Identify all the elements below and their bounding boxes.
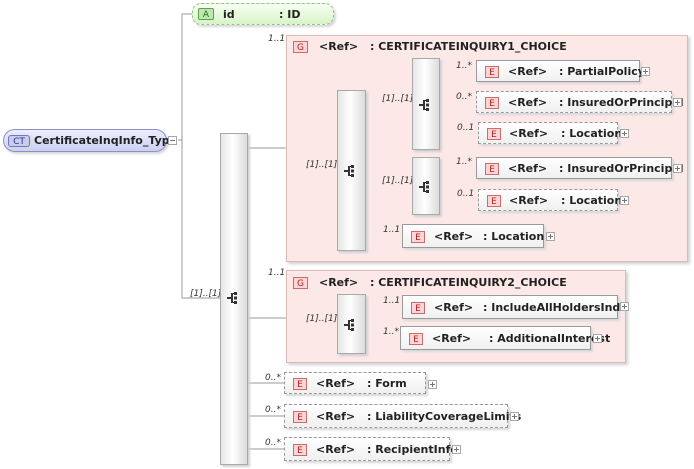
- expand-toggle[interactable]: [641, 67, 650, 76]
- sequence-icon: [344, 165, 354, 177]
- element-name: : Location: [561, 194, 623, 207]
- element-name: : PartialPolicy: [559, 65, 645, 78]
- element-badge: E: [487, 195, 501, 207]
- collapse-root-toggle[interactable]: [168, 136, 177, 145]
- element-ref: <Ref>: [434, 230, 474, 243]
- expand-toggle[interactable]: [452, 445, 461, 454]
- expand-toggle[interactable]: [510, 412, 519, 421]
- element-name: : InsuredOrPrincipal: [559, 162, 684, 175]
- attribute-badge: A: [198, 8, 214, 20]
- element-ref: <Ref>: [432, 332, 472, 345]
- group-ref: <Ref>: [319, 276, 359, 289]
- root-complex-type[interactable]: CT CertificateInqInfo_Type: [3, 129, 177, 152]
- complex-type-badge: CT: [8, 135, 30, 147]
- element-name: : RecipientInfo: [367, 443, 458, 456]
- element-ref: <Ref>: [316, 443, 356, 456]
- choice1-seq-b-compositor[interactable]: [412, 157, 440, 215]
- expand-toggle[interactable]: [620, 302, 629, 311]
- sequence-icon: [419, 99, 429, 111]
- element-location[interactable]: E <Ref> : Location: [478, 189, 622, 211]
- element-cardinality: 1..1: [383, 225, 401, 235]
- element-name: : LiabilityCoverageLimits: [367, 410, 522, 423]
- element-name: : Location: [561, 127, 623, 140]
- element-ref: <Ref>: [508, 96, 548, 109]
- choice1-seq-cardinality: [1]..[1]: [306, 160, 338, 170]
- attribute-type: : ID: [279, 8, 301, 21]
- element-liability-coverage-limits[interactable]: E <Ref> : LiabilityCoverageLimits: [284, 404, 521, 428]
- element-ref: <Ref>: [508, 65, 548, 78]
- sequence-icon: [419, 181, 429, 193]
- seq-a-cardinality: [1]..[1]: [382, 94, 414, 104]
- element-partial-policy[interactable]: E <Ref> : PartialPolicy: [476, 60, 645, 82]
- group-name: : CERTIFICATEINQUIRY1_CHOICE: [370, 40, 567, 53]
- element-cardinality: 0..*: [265, 438, 281, 448]
- element-insured-or-principal[interactable]: E <Ref> : InsuredOrPrincipal: [476, 157, 684, 179]
- element-badge: E: [487, 128, 501, 140]
- element-ref: <Ref>: [434, 301, 474, 314]
- element-badge: E: [485, 97, 499, 109]
- element-ref: <Ref>: [316, 410, 356, 423]
- element-name: : InsuredOrPrincipal: [559, 96, 684, 109]
- attribute-id[interactable]: A id : ID: [192, 3, 334, 25]
- element-cardinality: 0..*: [265, 373, 281, 383]
- element-cardinality: 0..1: [457, 189, 475, 199]
- expand-toggle[interactable]: [428, 380, 437, 389]
- element-insured-or-principal[interactable]: E <Ref> : InsuredOrPrincipal: [476, 91, 684, 113]
- element-badge: E: [293, 378, 307, 390]
- root-sequence-cardinality: [1]..[1]: [190, 289, 222, 299]
- element-location[interactable]: E <Ref> : Location: [478, 122, 622, 144]
- element-name: : Form: [367, 377, 407, 390]
- root-sequence-compositor[interactable]: [220, 133, 248, 465]
- element-badge: E: [293, 411, 307, 423]
- element-badge: E: [411, 302, 425, 314]
- choice1-seq-a-compositor[interactable]: [412, 58, 440, 150]
- element-ref: <Ref>: [509, 127, 549, 140]
- expand-toggle[interactable]: [593, 334, 602, 343]
- element-ref: <Ref>: [316, 377, 356, 390]
- root-type-name: CertificateInqInfo_Type: [34, 134, 178, 147]
- group-name: : CERTIFICATEINQUIRY2_CHOICE: [370, 276, 567, 289]
- expand-toggle[interactable]: [620, 129, 629, 138]
- choice1-sequence-compositor[interactable]: [337, 90, 366, 251]
- expand-toggle[interactable]: [620, 196, 629, 205]
- element-ref: <Ref>: [509, 194, 549, 207]
- group-ref: <Ref>: [319, 40, 359, 53]
- group-badge: G: [293, 41, 308, 53]
- element-name: : AdditionalInterest: [489, 332, 611, 345]
- expand-toggle[interactable]: [673, 164, 682, 173]
- element-badge: E: [409, 333, 423, 345]
- element-badge: E: [485, 163, 499, 175]
- choice2-seq-cardinality: [1]..[1]: [306, 314, 338, 324]
- expand-toggle[interactable]: [673, 98, 682, 107]
- element-badge: E: [485, 66, 499, 78]
- sequence-icon: [227, 292, 237, 304]
- element-cardinality: 1..*: [456, 157, 472, 167]
- choice1-cardinality: 1..1: [268, 34, 286, 44]
- element-cardinality: 1..1: [383, 296, 401, 306]
- element-cardinality: 0..*: [265, 405, 281, 415]
- element-cardinality: 0..1: [457, 123, 475, 133]
- choice2-cardinality: 1..1: [268, 268, 286, 278]
- element-cardinality: 0..*: [456, 92, 472, 102]
- sequence-icon: [344, 319, 354, 331]
- element-badge: E: [411, 231, 425, 243]
- element-name: : Location: [483, 230, 545, 243]
- group-badge: G: [293, 277, 308, 289]
- element-recipient-info[interactable]: E <Ref> : RecipientInfo: [284, 437, 458, 461]
- element-additional-interest[interactable]: E <Ref> : AdditionalInterest: [400, 326, 610, 350]
- element-include-all-holders-ind[interactable]: E <Ref> : IncludeAllHoldersInd: [402, 295, 621, 319]
- element-cardinality: 1..*: [456, 61, 472, 71]
- seq-b-cardinality: [1]..[1]: [382, 176, 414, 186]
- attribute-name: id: [223, 8, 235, 21]
- choice2-sequence-compositor[interactable]: [337, 294, 366, 354]
- expand-toggle[interactable]: [546, 232, 555, 241]
- element-name: : IncludeAllHoldersInd: [483, 301, 621, 314]
- element-ref: <Ref>: [508, 162, 548, 175]
- element-form[interactable]: E <Ref> : Form: [284, 372, 426, 394]
- element-badge: E: [293, 444, 307, 456]
- element-location[interactable]: E <Ref> : Location: [402, 224, 544, 248]
- element-cardinality: 1..*: [383, 327, 399, 337]
